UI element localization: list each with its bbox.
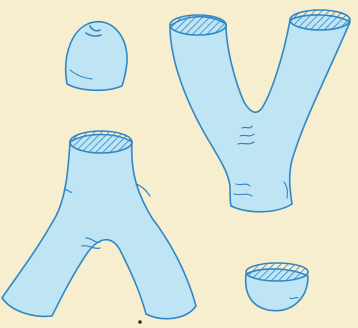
ink-speck [138, 320, 142, 324]
